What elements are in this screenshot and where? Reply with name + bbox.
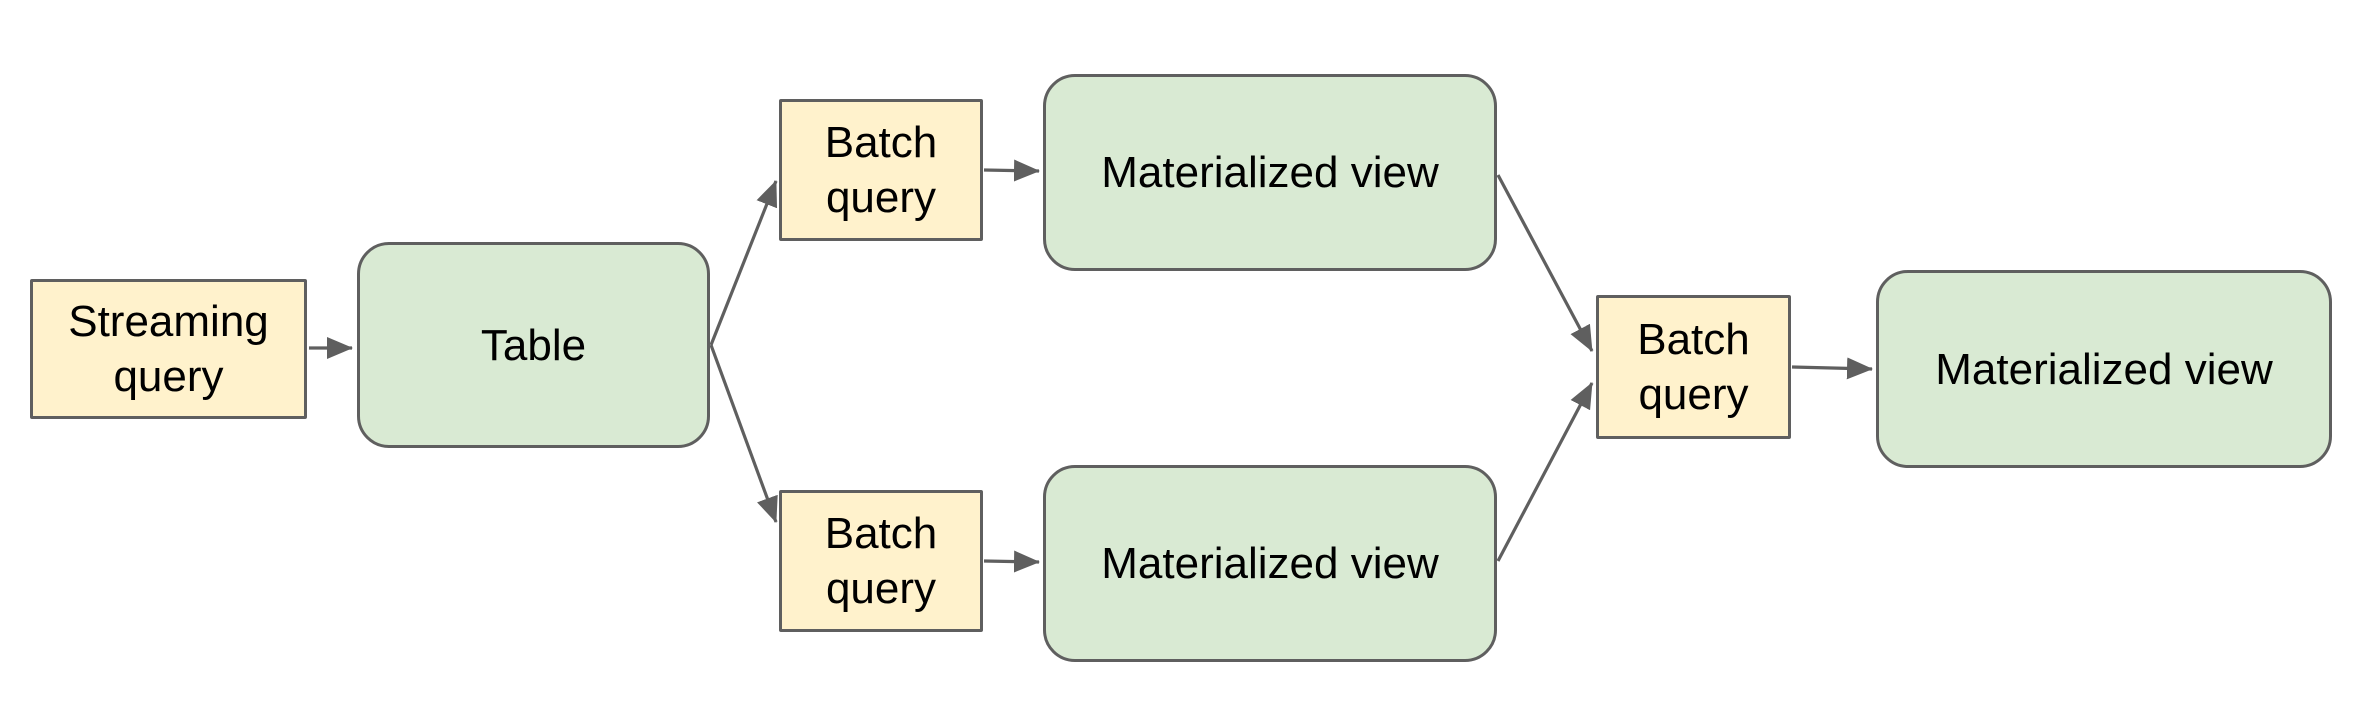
arrow-connector-materialized-view-top-to-batch-query-right bbox=[1496, 174, 1594, 352]
arrow-connector-table-to-batch-query-top bbox=[709, 180, 778, 346]
node-materialized-view-top: Materialized view bbox=[1043, 74, 1497, 271]
node-label: Streaming query bbox=[68, 297, 269, 401]
node-label: Batch query bbox=[1637, 315, 1750, 419]
node-label: Materialized view bbox=[1101, 539, 1439, 588]
arrow-connector-table-to-batch-query-bottom bbox=[709, 344, 778, 523]
node-materialized-view-bottom: Materialized view bbox=[1043, 465, 1497, 662]
node-label: Batch query bbox=[824, 509, 938, 613]
arrow-connector-batch-query-top-to-materialized-view-top bbox=[983, 159, 1040, 182]
arrow-connector-batch-query-bottom-to-materialized-view-bottom bbox=[983, 550, 1040, 573]
node-label: Materialized view bbox=[1101, 148, 1439, 197]
node-streaming-query: Streaming query bbox=[30, 279, 307, 419]
node-batch-query-bottom: Batch query bbox=[779, 490, 983, 632]
node-batch-query-right: Batch query bbox=[1596, 295, 1791, 439]
node-table: Table bbox=[357, 242, 710, 448]
arrow-connector-materialized-view-bottom-to-batch-query-right bbox=[1496, 382, 1594, 562]
node-label: Batch query bbox=[824, 118, 938, 222]
node-label: Table bbox=[480, 320, 587, 370]
arrow-connector-batch-query-right-to-materialized-view-right bbox=[1791, 357, 1873, 380]
node-materialized-view-right: Materialized view bbox=[1876, 270, 2332, 468]
node-label: Materialized view bbox=[1935, 344, 2273, 394]
node-batch-query-top: Batch query bbox=[779, 99, 983, 241]
